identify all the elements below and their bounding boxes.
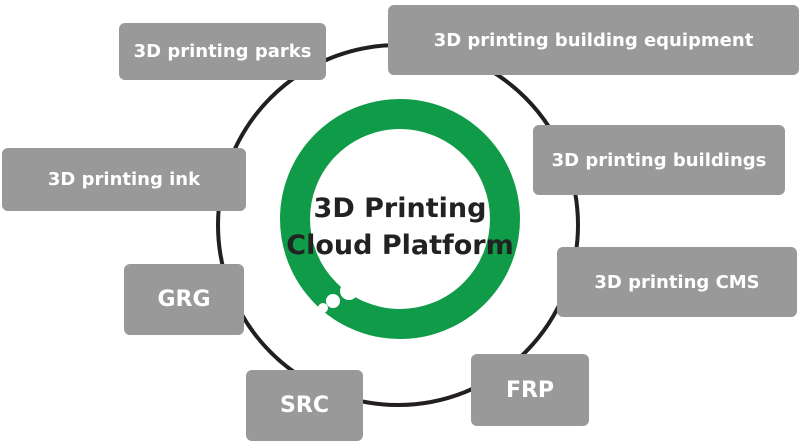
node-label: FRP [505,377,555,403]
center-title: 3D Printing Cloud Platform [270,190,530,264]
node-label: SRC [280,393,329,418]
center-ring [280,99,520,339]
node-3d-printing-building-equipment: 3D printing building equipment [388,5,799,75]
thought-bubble-small [318,303,328,313]
node-label: 3D printing parks [133,41,312,62]
node-label: 3D printing CMS [594,271,760,293]
node-label: 3D printing ink [47,169,201,190]
node-label: GRG [157,287,211,312]
node-3d-printing-cms: 3D printing CMS [557,247,797,317]
node-label: 3D printing building equipment [433,29,754,51]
node-frp: FRP [471,354,589,426]
thought-bubble-medium [326,294,340,308]
node-label: 3D printing buildings [551,149,767,171]
node-src: SRC [246,370,363,441]
node-3d-printing-parks: 3D printing parks [119,23,326,80]
node-3d-printing-ink: 3D printing ink [2,148,246,211]
thought-bubble-large [340,282,358,300]
center-title-line-1: 3D Printing [313,193,487,224]
node-grg: GRG [124,264,244,335]
center-title-line-2: Cloud Platform [286,230,514,261]
node-3d-printing-buildings: 3D printing buildings [533,125,785,195]
